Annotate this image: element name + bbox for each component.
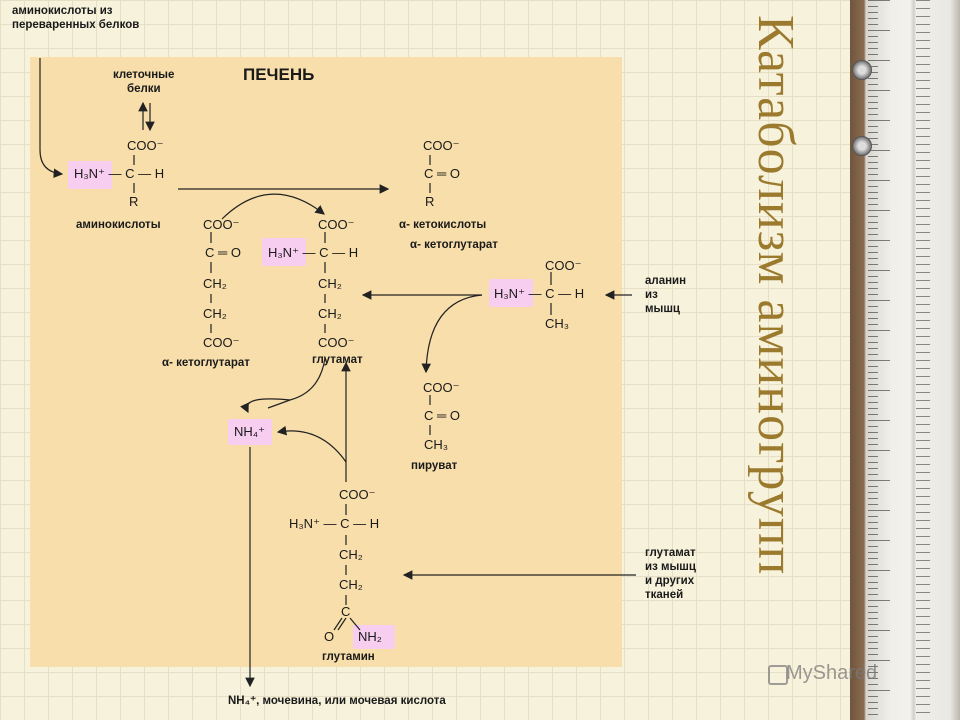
ruler-decoration <box>850 0 960 720</box>
label-output: NH₄⁺, мочевина, или мочевая кислота <box>228 695 446 707</box>
label-alanine-2: из <box>645 289 658 301</box>
watermark-text: MyShared <box>786 662 878 684</box>
label-glutamine: глутамин <box>322 651 375 663</box>
ala-ch3: CH₃ <box>545 316 570 331</box>
aa-r: R <box>129 194 139 209</box>
akg-coo-bottom: COO⁻ <box>203 335 240 350</box>
akg-ch2-2: CH₂ <box>203 306 227 321</box>
label-glut-muscle-2: из мышц <box>645 561 696 573</box>
watermark-icon <box>768 665 788 685</box>
label-cell-proteins-2: белки <box>127 83 161 95</box>
label-glutamate: глутамат <box>312 354 363 366</box>
gln-ch2-2: CH₂ <box>339 577 363 592</box>
gln-o: O <box>324 629 335 644</box>
akg-co: C ═ O <box>205 245 241 260</box>
label-akg-top: α- кетоглутарат <box>410 239 498 251</box>
akg-ch2-1: CH₂ <box>203 276 227 291</box>
label-source-aa-1: аминокислоты из <box>12 5 113 17</box>
pyr-coo: COO⁻ <box>423 380 460 395</box>
highlight-ala-amine <box>489 279 533 307</box>
ruler-screw-top <box>852 60 872 80</box>
liver-panel <box>30 57 622 667</box>
label-alanine-3: мышц <box>645 303 680 315</box>
keto-coo: COO⁻ <box>423 138 460 153</box>
ala-center: H₃N⁺ — C — H <box>494 286 585 301</box>
liver-title: ПЕЧЕНЬ <box>243 65 315 84</box>
ala-coo: COO⁻ <box>545 258 582 273</box>
gln-nh2: NH₂ <box>358 629 382 644</box>
aa-coo: COO⁻ <box>127 138 164 153</box>
label-glut-muscle-4: тканей <box>645 589 684 601</box>
keto-r: R <box>425 194 435 209</box>
gln-c: C <box>341 604 351 619</box>
slide-title: Катаболизм аминогрупп <box>747 15 804 576</box>
label-pyruvate: пируват <box>411 460 458 472</box>
label-keto-acids: α- кетокислоты <box>399 219 487 231</box>
highlight-aa-amine <box>68 161 112 189</box>
ruler-ticks-fine <box>916 0 956 720</box>
pyr-co: C ═ O <box>424 408 460 423</box>
glu-ch2-1: CH₂ <box>318 276 342 291</box>
label-glut-muscle-3: и других <box>645 575 695 587</box>
glu-ch2-2: CH₂ <box>318 306 342 321</box>
gln-ch2-1: CH₂ <box>339 547 363 562</box>
glu-coo-bottom: COO⁻ <box>318 335 355 350</box>
glu-coo-top: COO⁻ <box>318 217 355 232</box>
label-cell-proteins-1: клеточные <box>113 69 175 81</box>
keto-co: C ═ O <box>424 166 460 181</box>
gln-coo: COO⁻ <box>339 487 376 502</box>
highlight-glu-amine <box>262 238 306 266</box>
aa-center: H₃N⁺ — C — H <box>74 166 165 181</box>
label-glut-muscle-1: глутамат <box>645 547 696 559</box>
label-alanine-1: аланин <box>645 275 687 287</box>
nh4-ion: NH₄⁺ <box>234 424 265 439</box>
akg-coo-top: COO⁻ <box>203 217 240 232</box>
glu-center: H₃N⁺ — C — H <box>268 245 359 260</box>
highlight-nh4 <box>228 419 272 445</box>
label-akg-left: α- кетоглутарат <box>162 357 250 369</box>
ruler-screw-bottom <box>852 136 872 156</box>
pyr-ch3: CH₃ <box>424 437 449 452</box>
gln-center: H₃N⁺ — C — H <box>289 516 380 531</box>
label-amino-acids: аминокислоты <box>76 219 161 231</box>
label-source-aa-2: переваренных белков <box>12 19 140 31</box>
